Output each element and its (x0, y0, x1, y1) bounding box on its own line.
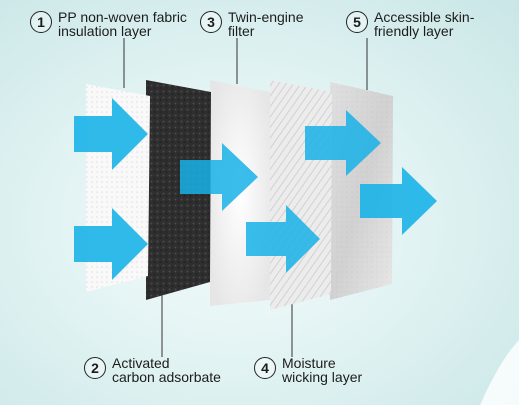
layer-3-subtitle: filter (228, 23, 255, 39)
layer-2-subtitle: carbon adsorbate (112, 369, 221, 385)
layer-1-label: 1 PP non-woven fabric insulation layer (30, 10, 187, 38)
layer-3-label: 3 Twin-engine filter (200, 10, 304, 38)
layer-1-number: 1 (30, 11, 52, 33)
layer-5-subtitle: friendly layer (374, 23, 454, 39)
arrow-icon (360, 167, 437, 235)
arrow-icon (246, 205, 320, 273)
layer-3-title: Twin-engine (228, 9, 304, 25)
layer-5-title: Accessible skin- (374, 9, 475, 25)
layer-5-label: 5 Accessible skin- friendly layer (346, 10, 474, 38)
layer-4-sheet (270, 80, 332, 310)
layer-2-label: 2 Activated carbon adsorbate (84, 356, 221, 384)
layer-1-subtitle: insulation layer (58, 23, 152, 39)
layer-3-number: 3 (200, 11, 222, 33)
layer-2-title: Activated (112, 355, 170, 371)
layer-4-subtitle: wicking layer (282, 369, 363, 385)
layer-2-sheet (146, 80, 211, 300)
arrow-icon (74, 98, 148, 170)
layer-2-number: 2 (84, 357, 106, 379)
layer-1-title: PP non-woven fabric (58, 9, 187, 25)
background-decoration (480, 340, 519, 405)
arrow-icon (180, 143, 258, 211)
layer-4-title: Moisture (282, 355, 336, 371)
arrow-icon (74, 208, 148, 280)
airflow-arrows (74, 98, 437, 280)
arrow-icon (305, 110, 381, 176)
layer-4-label: 4 Moisture wicking layer (254, 356, 362, 384)
layer-4-number: 4 (254, 357, 276, 379)
layer-5-number: 5 (346, 11, 368, 33)
